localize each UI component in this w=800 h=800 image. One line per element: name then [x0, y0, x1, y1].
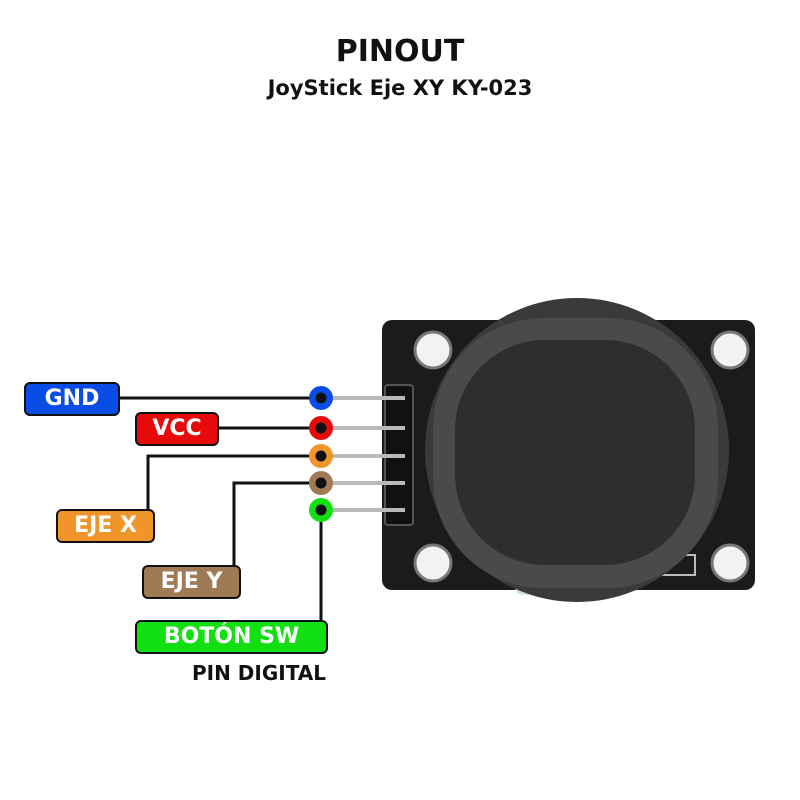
pin-label-vcc: VCC	[135, 412, 219, 446]
joystick-cap	[455, 340, 695, 565]
pin-digital-note: PIN DIGITAL	[192, 661, 327, 685]
pin-dot-center	[315, 477, 327, 489]
pin-dot-center	[315, 450, 327, 462]
pin-label-eje-y: EJE Y	[142, 565, 241, 599]
pin-dot-center	[315, 504, 327, 516]
connector-lines	[120, 396, 323, 620]
pin-dot-center	[315, 422, 327, 434]
header-pins	[330, 396, 405, 512]
mounting-holes	[413, 330, 750, 583]
subtitle: JoyStick Eje XY KY-023	[267, 76, 533, 100]
title: PINOUT	[335, 34, 465, 69]
pin-label-eje-x: EJE X	[56, 509, 155, 543]
pin-label-boton-sw: BOTÓN SW	[135, 620, 328, 654]
pin-label-gnd: GND	[24, 382, 120, 416]
pin-dot-center	[315, 392, 327, 404]
